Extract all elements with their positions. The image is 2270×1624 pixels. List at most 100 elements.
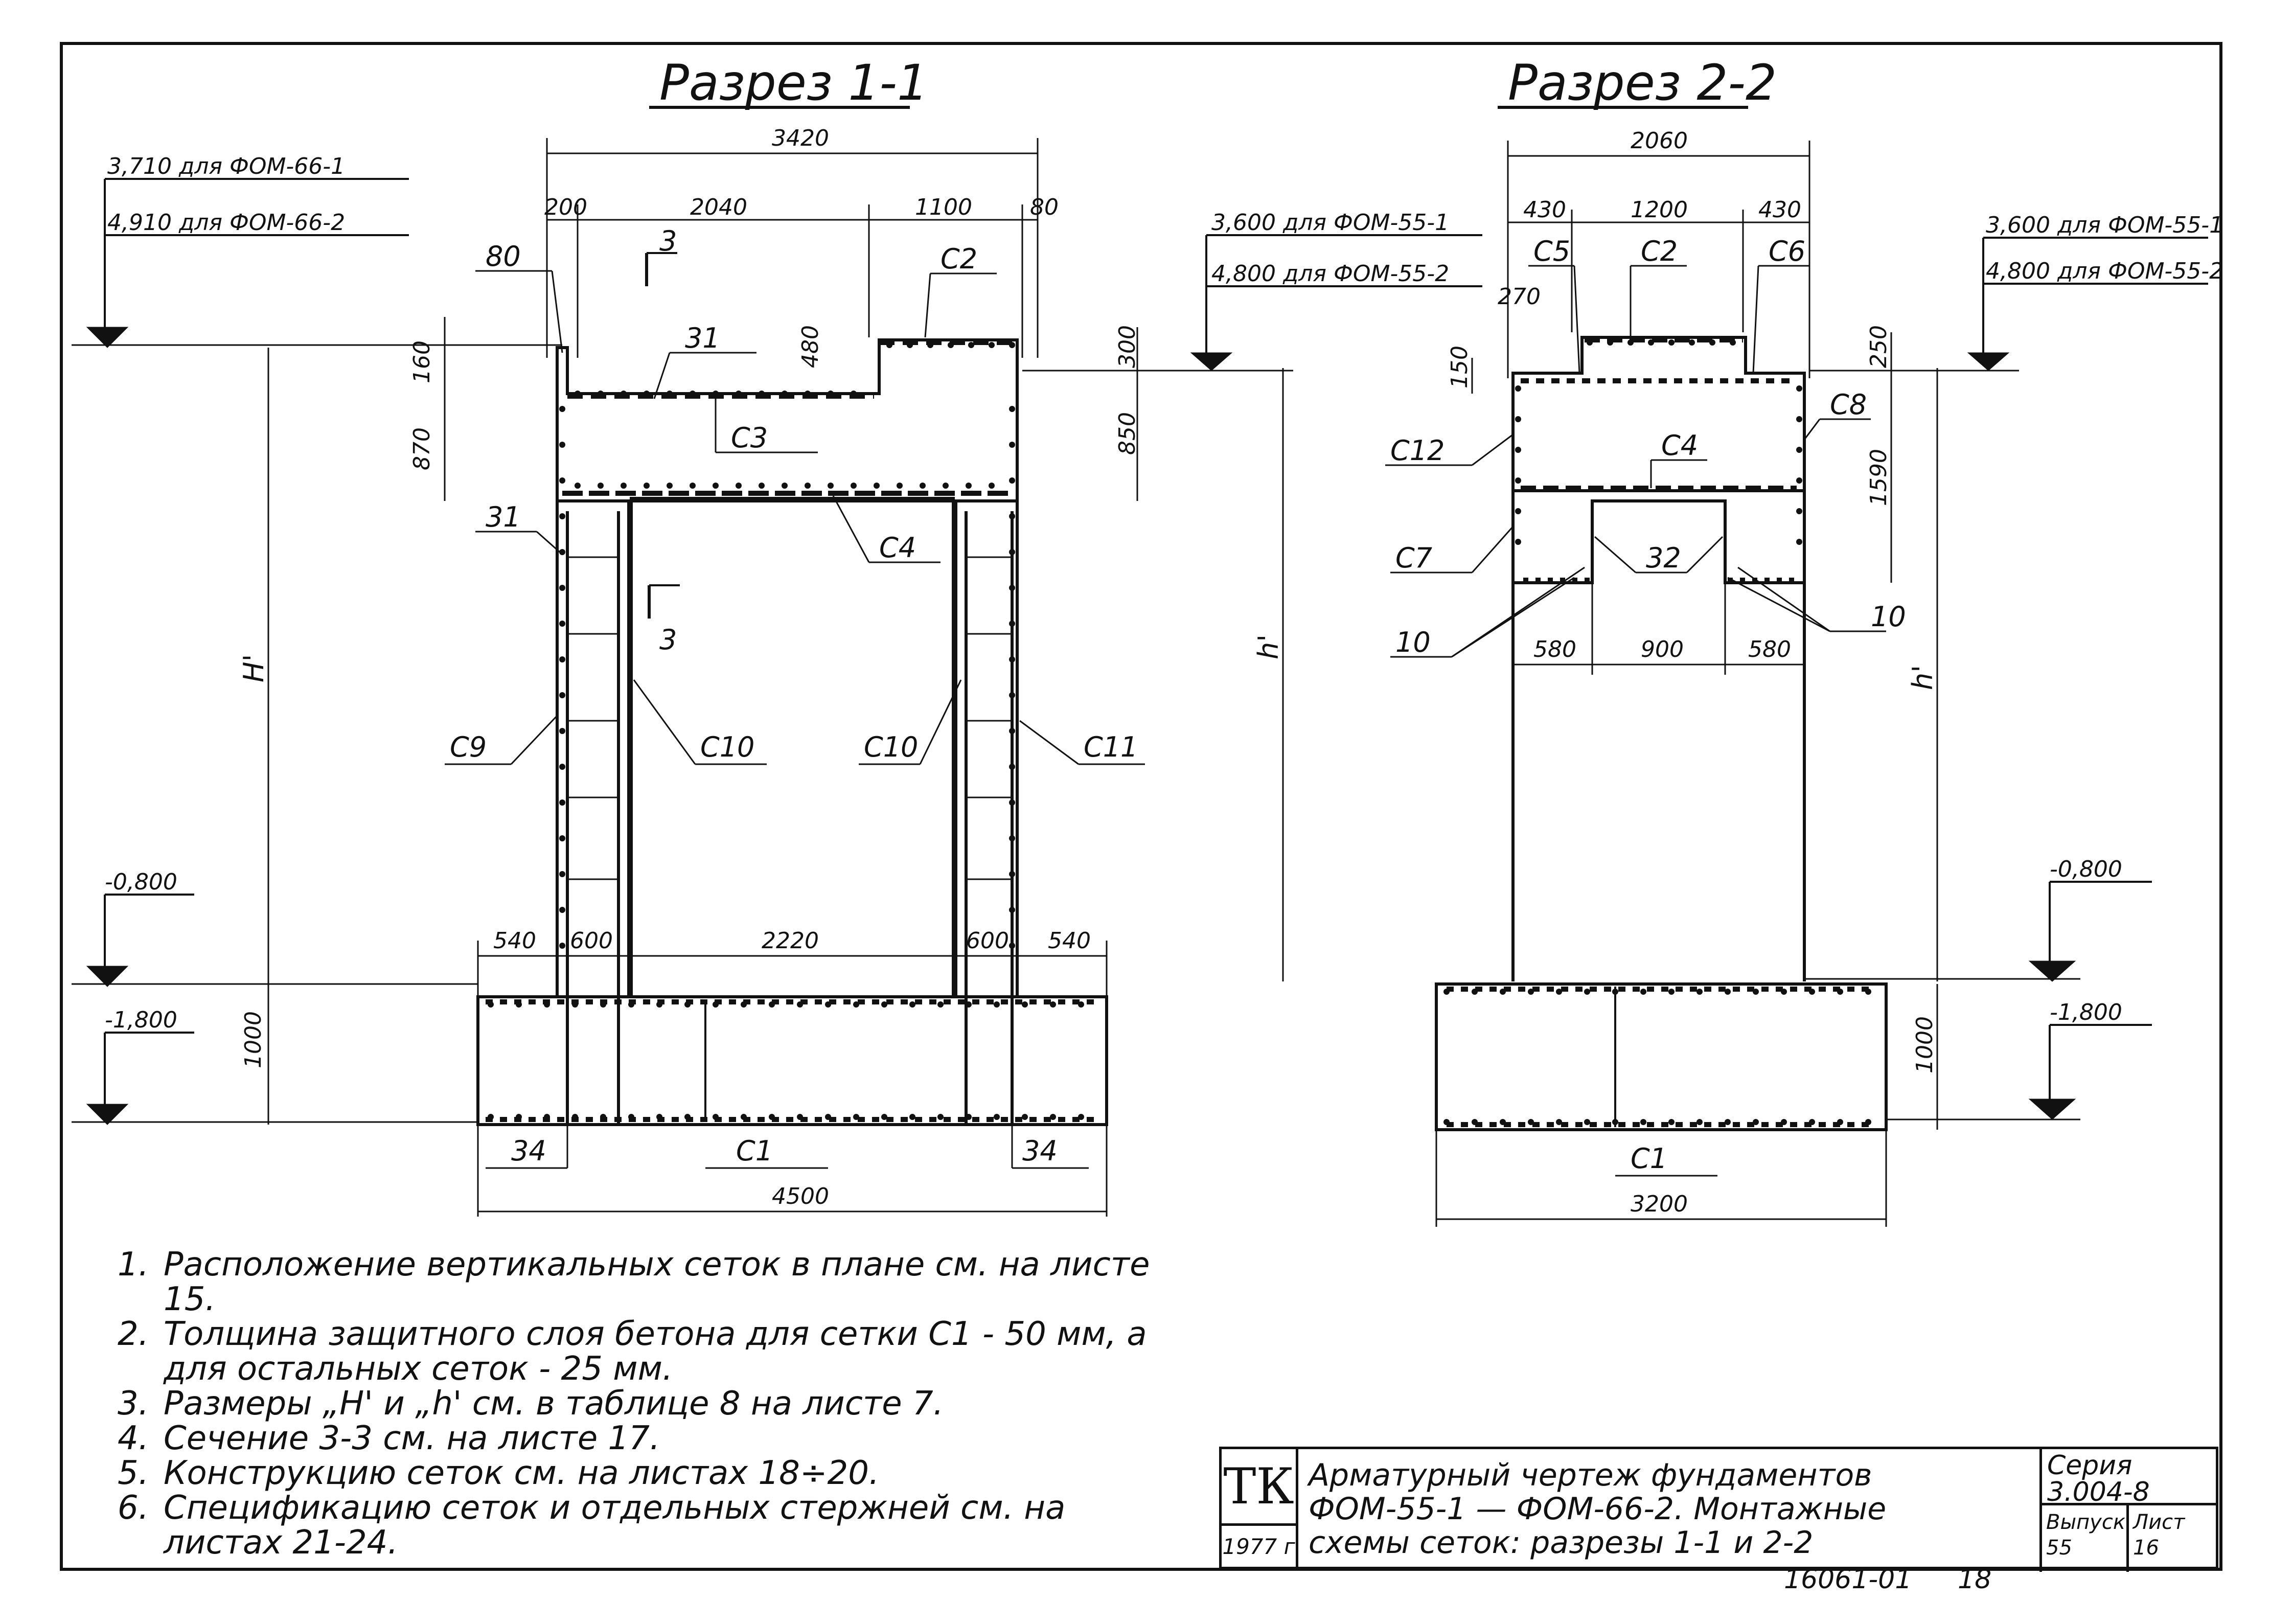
- s1-dim-vert-300: 300: [1114, 325, 1140, 368]
- rebar-dot: [1640, 1119, 1646, 1125]
- s1-section-mark-mid: 3: [659, 624, 677, 656]
- rebar-dot: [684, 1114, 691, 1120]
- rebar-dot: [559, 692, 565, 698]
- note-number: 6.: [118, 1489, 149, 1527]
- rebar-dot: [1584, 1119, 1590, 1125]
- s2-dim-top-1200: 1200: [1631, 197, 1688, 223]
- rebar-dot: [994, 1114, 1000, 1120]
- rebar-dot: [853, 1114, 859, 1120]
- rebar-dot: [1500, 989, 1506, 995]
- rebar-dot: [1865, 1119, 1871, 1125]
- rebar-dot: [1796, 508, 1802, 514]
- rebar-dot: [1009, 764, 1015, 770]
- note-text: Размеры „Н' и „h' см. в таблице 8 на лис…: [164, 1385, 944, 1423]
- sheet-label: Лист: [2133, 1511, 2185, 1534]
- s1-level-marker-mid: [1190, 352, 1233, 371]
- rebar-dot: [937, 1114, 944, 1120]
- rebar-dot: [1528, 1119, 1534, 1125]
- rebar-dot: [828, 483, 834, 489]
- rebar-dot: [1009, 907, 1015, 913]
- rebar-dot: [1709, 339, 1715, 346]
- rebar-dot: [828, 391, 834, 397]
- rebar-dot: [1796, 385, 1802, 392]
- rebar-dot: [628, 1114, 634, 1120]
- rebar-dot: [1612, 1119, 1618, 1125]
- rebar-dot: [559, 513, 565, 519]
- s2-dim-overall-top: 2060: [1631, 128, 1688, 154]
- rebar-dot: [1725, 989, 1731, 995]
- rebar-dot: [1050, 1114, 1056, 1120]
- rebar-dot: [713, 483, 719, 489]
- s1-elev-bottom: -1,800: [105, 1007, 177, 1033]
- rebar-dot: [559, 799, 565, 806]
- rebar-dot: [1443, 989, 1450, 995]
- rebar-dot: [713, 391, 719, 397]
- sheet-cell: Лист 16: [2129, 1505, 2218, 1572]
- s1-label-34a: 34: [511, 1135, 546, 1167]
- rebar-dot: [559, 943, 565, 949]
- rebar-dot: [897, 483, 903, 489]
- general-notes: 1.Расположение вертикальных сеток в план…: [118, 1247, 1191, 1560]
- rebar-dot: [1515, 539, 1521, 545]
- rebar-dot: [656, 1001, 662, 1008]
- rebar-dot: [805, 391, 811, 397]
- drawing-title: Арматурный чертеж фундаментов ФОМ-55-1 —…: [1309, 1457, 1887, 1561]
- rebar-dot: [1837, 989, 1843, 995]
- s1-level-marker-ground: [86, 966, 129, 987]
- s1-dim-bot-540a: 540: [493, 928, 536, 954]
- note-text: Сечение 3-3 см. на листе 17.: [164, 1420, 660, 1457]
- rebar-dot: [559, 871, 565, 877]
- rebar-dot: [736, 483, 742, 489]
- note-4: 4.Сечение 3-3 см. на листе 17.: [118, 1421, 1191, 1456]
- s1-label-c4: С4: [879, 532, 916, 564]
- note-text: Конструкцию сеток см. на листах 18÷20.: [164, 1454, 880, 1492]
- rebar-dot: [909, 1114, 915, 1120]
- rebar-dot: [1612, 989, 1618, 995]
- s1-label-31a: 31: [685, 322, 720, 354]
- rebar-dot: [516, 1114, 522, 1120]
- rebar-dot: [1696, 989, 1703, 995]
- sheet-value: 16: [2133, 1536, 2159, 1560]
- rebar-dot: [1781, 1119, 1787, 1125]
- rebar-dot: [559, 549, 565, 555]
- s1-dim-bot-600a: 600: [570, 928, 613, 954]
- rebar-dot: [805, 483, 811, 489]
- rebar-dot: [874, 483, 880, 489]
- s1-elev-mid-b: 4,800 для ФОМ-55-2: [1211, 261, 1449, 287]
- rebar-dot: [1472, 989, 1478, 995]
- s1-dim-top-80: 80: [1030, 194, 1059, 220]
- rebar-dot: [1809, 1119, 1815, 1125]
- rebar-dot: [1627, 339, 1634, 346]
- rebar-dot: [572, 1001, 578, 1008]
- rebar-dot: [741, 1114, 747, 1120]
- rebar-dot: [559, 835, 565, 841]
- s2-label-c12: С12: [1390, 434, 1444, 467]
- rebar-dot: [575, 483, 581, 489]
- rebar-dot: [559, 621, 565, 627]
- s2-dim-vert-250: 250: [1866, 325, 1892, 368]
- s2-dim-mid-900: 900: [1641, 636, 1684, 662]
- rebar-dot: [782, 483, 788, 489]
- rebar-dot: [559, 442, 565, 448]
- rebar-dot: [851, 391, 857, 397]
- rebar-dot: [1515, 385, 1521, 392]
- rebar-dot: [1753, 989, 1759, 995]
- s1-level-marker-bottom: [86, 1104, 129, 1125]
- s1-dim-top-1100: 1100: [915, 194, 972, 220]
- s1-label-c10b: С10: [864, 731, 918, 763]
- series-value: 3.004-8: [2047, 1477, 2150, 1507]
- rebar-dot: [1515, 416, 1521, 422]
- s1-right-column-mesh: [965, 511, 1014, 1125]
- s2-footing: [1435, 982, 1888, 1131]
- rebar-dot: [1009, 406, 1015, 412]
- s1-cap-outline: [556, 338, 1019, 502]
- rebar-dot: [559, 406, 565, 412]
- rebar-dot: [1809, 989, 1815, 995]
- s1-dim-overall-bottom: 4500: [772, 1183, 829, 1209]
- rebar-dot: [713, 1114, 719, 1120]
- rebar-dot: [1500, 1119, 1506, 1125]
- rebar-dot: [881, 1114, 887, 1120]
- s2-level-marker-ground: [2028, 960, 2076, 982]
- s2-label-10b: 10: [1871, 601, 1906, 633]
